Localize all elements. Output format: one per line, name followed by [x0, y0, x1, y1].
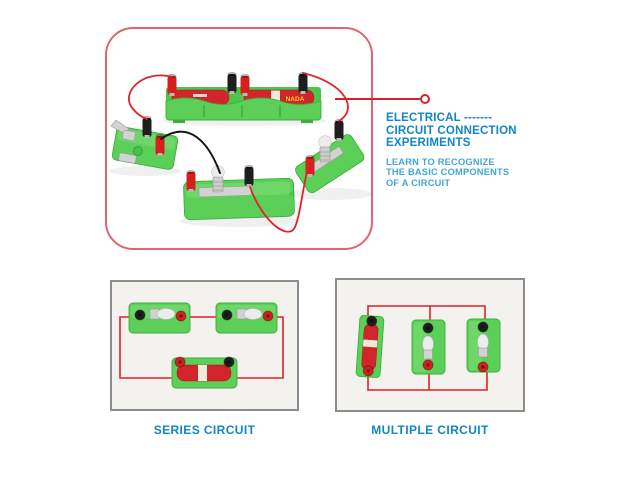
terminal-black-icon: [365, 315, 378, 327]
battery-brand-label: NADA: [286, 96, 305, 103]
light-bulb-icon: [318, 135, 332, 163]
terminal-red-icon: [186, 170, 196, 192]
terminal-black-icon: [244, 165, 254, 187]
series-circuit-photo: [119, 302, 284, 389]
series-circuit-caption: SERIES CIRCUIT: [153, 423, 256, 437]
terminal-black-icon: [334, 119, 344, 141]
series-circuit-box: [110, 280, 299, 411]
bulb-holder-right-icon: [289, 119, 372, 200]
callout-subheading-line: LEARN TO RECOGNIZE: [386, 156, 495, 167]
terminal-black-icon: [134, 309, 146, 321]
hero-circuit-photo: NADA: [109, 72, 372, 233]
bulb-holder-icon: [215, 302, 278, 334]
wire-battery-to-switch: [128, 74, 173, 120]
terminal-red-icon: [175, 310, 187, 322]
battery-holder-icon: [171, 356, 238, 389]
light-bulb-icon: [243, 308, 263, 320]
dual-battery-holder-icon: NADA: [163, 72, 327, 126]
terminal-red-icon: [240, 74, 250, 96]
callout-text: ELECTRICAL ------- CIRCUIT CONNECTION EX…: [386, 112, 536, 188]
callout-subheading-line: OF A CIRCUIT: [386, 177, 451, 188]
terminal-black-icon: [477, 321, 489, 333]
callout-line: [335, 98, 420, 100]
terminal-red-icon: [477, 361, 489, 373]
wire-center-to-right-bulb: [249, 159, 311, 233]
multiple-circuit-box: [335, 278, 525, 412]
callout-heading: ELECTRICAL ------- CIRCUIT CONNECTION EX…: [386, 112, 536, 150]
bulb-holder-icon: [466, 318, 501, 373]
battery-holder-icon: [355, 315, 385, 378]
terminal-black-icon: [221, 309, 233, 321]
callout-dot-icon: [420, 94, 430, 104]
wire-battery-to-right-bulb: [302, 72, 349, 122]
terminal-black-icon: [298, 72, 308, 94]
bulb-holder-icon: [128, 302, 191, 334]
terminal-red-icon: [262, 310, 274, 322]
callout-heading-line: CIRCUIT CONNECTION: [386, 124, 517, 137]
terminal-red-icon: [174, 356, 186, 368]
multiple-circuit-photo: [355, 305, 501, 391]
light-bulb-icon: [422, 335, 434, 353]
callout-subheading-line: THE BASIC COMPONENTS: [386, 167, 510, 178]
callout-subheading: LEARN TO RECOGNIZE THE BASIC COMPONENTS …: [386, 157, 536, 189]
terminal-red-icon: [362, 365, 375, 377]
bulb-holder-center-icon: [179, 165, 299, 227]
terminal-black-icon: [422, 322, 434, 334]
wire-switch-to-bulb: [160, 130, 221, 174]
switch-icon: [109, 116, 181, 176]
terminal-black-icon: [227, 72, 237, 94]
light-bulb-icon: [477, 333, 489, 351]
light-bulb-icon: [156, 308, 176, 320]
callout-heading-line: ELECTRICAL -------: [386, 112, 493, 124]
switch-knob-icon: [133, 146, 143, 156]
multiple-circuit-caption: MULTIPLE CIRCUIT: [371, 423, 489, 437]
terminal-black-icon: [223, 356, 235, 368]
callout-heading-line: EXPERIMENTS: [386, 137, 471, 149]
terminal-red-icon: [422, 359, 434, 371]
bulb-holder-icon: [411, 319, 446, 375]
